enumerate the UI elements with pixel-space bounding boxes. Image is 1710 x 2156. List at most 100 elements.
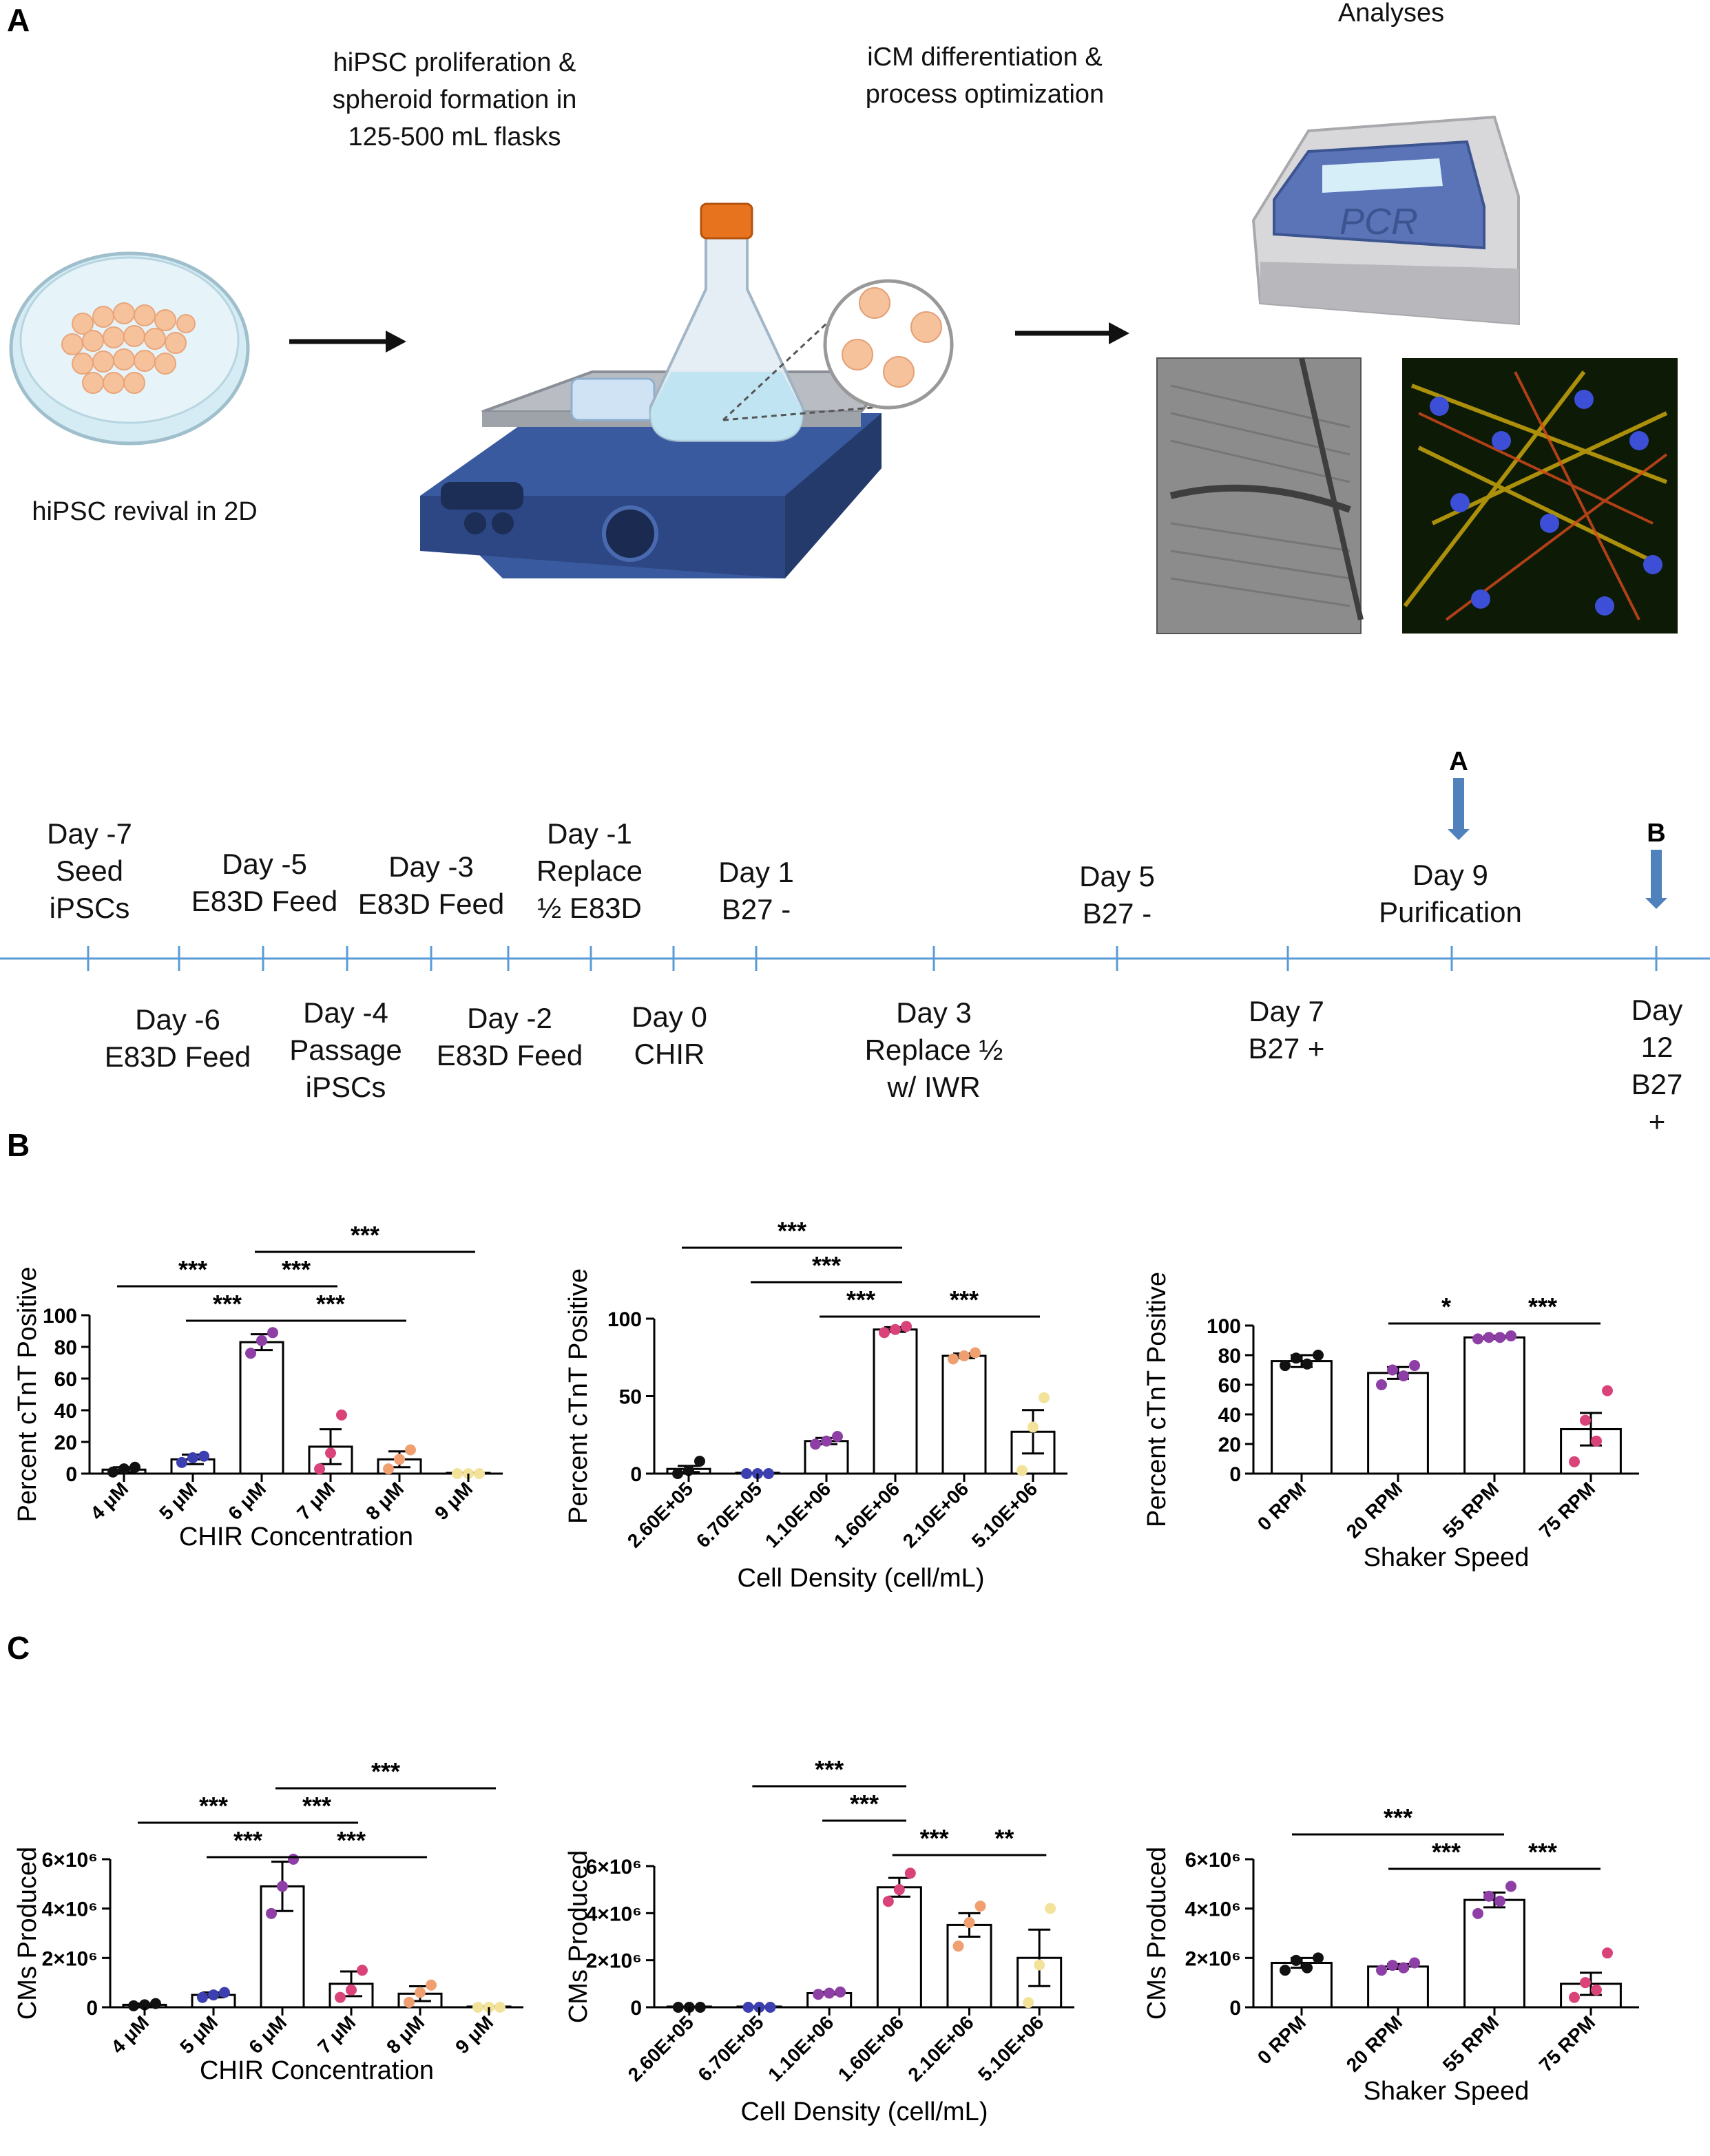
data-point [672,1468,683,1479]
x-axis-label: CHIR Concentration [200,2056,434,2085]
data-point [821,1435,832,1447]
x-tick-label: 1.60E+06 [834,2011,908,2085]
data-point [1494,1895,1505,1907]
significance-label: * [1441,1292,1451,1321]
data-point [672,2002,684,2013]
data-point [1302,1358,1313,1370]
x-tick-label: 8 μM [362,1478,408,1524]
y-tick-label: 0 [1229,1463,1241,1486]
x-tick-label: 7 μM [313,2011,359,2058]
data-point [1602,1385,1613,1396]
data-point [336,1409,347,1421]
data-point [1387,1364,1398,1376]
data-point [325,1447,336,1459]
significance-label: *** [282,1255,311,1284]
bar [1463,1336,1525,1475]
data-point [394,1454,405,1465]
y-tick-label: 100 [43,1305,77,1328]
x-axis-label: Shaker Speed [1364,2077,1530,2106]
data-point [256,1335,267,1346]
significance-label: *** [178,1255,207,1284]
x-tick-label: 9 μM [451,2011,497,2058]
data-point [472,2002,483,2013]
data-point [346,1984,357,1996]
data-point [1505,1881,1516,1892]
data-point [1023,1997,1034,2009]
data-point [1591,1435,1602,1447]
data-point [948,1353,959,1365]
data-point [835,1986,846,1998]
y-tick-label: 0 [630,1997,642,2020]
timeline-marker-b-label: B [1647,819,1665,848]
x-axis-label: Cell Density (cell/mL) [741,2097,988,2126]
x-tick-label: 1.10E+06 [761,1478,835,1551]
x-tick-label: 0 RPM [1253,2011,1310,2068]
data-point [118,1463,129,1475]
electron-micrograph-image [1156,357,1364,634]
data-point [404,1996,415,2008]
x-axis-label: Shaker Speed [1364,1543,1530,1572]
data-point [383,1463,394,1475]
x-tick-label: 1.60E+06 [830,1478,904,1551]
bar [873,1328,918,1475]
x-tick-label: 20 RPM [1342,1478,1406,1542]
timeline-marker-a-label: A [1449,747,1468,776]
data-point [1483,1890,1494,1902]
y-tick-label: 40 [1218,1404,1241,1427]
y-tick-label: 4×10⁶ [586,1903,642,1925]
significance-label: *** [920,1824,949,1852]
data-point [683,1465,694,1476]
bar [1271,1360,1333,1475]
bar [876,1886,922,2009]
data-point [335,1991,346,2003]
data-point [742,2002,754,2013]
data-point [357,1965,368,1976]
data-point [187,1452,198,1463]
data-point [1398,1370,1409,1382]
significance-label: ** [994,1824,1014,1852]
erlenmeyer-flask-icon [649,202,804,442]
data-point [1039,1392,1050,1403]
workflow-arrow-icon [1015,322,1129,344]
y-axis-label: CMs Produced [1143,1847,1171,2020]
bar [941,1354,987,1475]
data-point [245,1348,256,1359]
data-point [1045,1903,1056,1914]
data-point [1472,1907,1483,1919]
y-tick-label: 6×10⁶ [586,1856,642,1878]
significance-label: *** [778,1217,806,1245]
y-tick-label: 60 [1218,1374,1241,1397]
x-tick-label: 5.10E+06 [974,2011,1047,2085]
data-point [1505,1330,1516,1342]
x-tick-label: 0 RPM [1253,1478,1310,1534]
data-point [1602,1947,1613,1959]
x-tick-label: 4 μM [86,1478,132,1524]
significance-label: *** [302,1792,331,1820]
y-tick-label: 0 [1229,1997,1241,2020]
y-axis-label: Percent cTnT Positive [13,1266,42,1522]
data-point [1376,1379,1387,1390]
data-point [763,1468,774,1479]
workflow-illustrations: PCR [9,115,1678,634]
x-tick-label: 5.10E+06 [968,1478,1041,1551]
y-tick-label: 0 [86,1997,98,2020]
significance-label: *** [371,1757,400,1786]
data-point [277,1881,288,1892]
data-point [1494,1332,1505,1343]
data-point [1376,1965,1387,1976]
x-tick-label: 1.10E+06 [764,2011,837,2085]
data-point [452,1468,463,1479]
x-tick-label: 2.10E+06 [904,2011,977,2085]
pcr-machine-icon: PCR [1251,115,1520,326]
y-tick-label: 20 [1218,1434,1241,1456]
significance-label: *** [815,1755,844,1783]
y-tick-label: 6×10⁶ [1185,1849,1241,1872]
significance-label: *** [199,1792,228,1820]
x-tick-label: 55 RPM [1439,2011,1503,2075]
data-point [129,1461,140,1473]
significance-label: *** [316,1290,345,1318]
data-point [1291,1954,1302,1966]
